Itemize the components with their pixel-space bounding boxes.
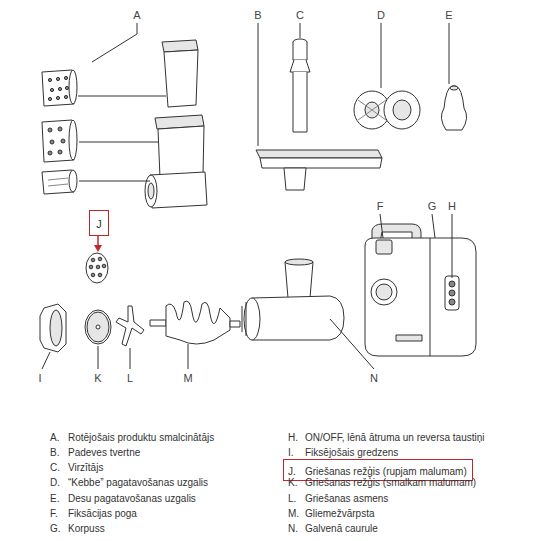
legend-letter: A. — [50, 431, 59, 444]
callout-letter: J — [96, 218, 102, 231]
legend-text: Griešanas asmens — [305, 492, 388, 505]
legend-letter: E. — [50, 492, 59, 505]
locking-ring — [40, 304, 66, 369]
legend-letter: N. — [288, 522, 298, 535]
legend-letter: M. — [288, 507, 299, 520]
legend-letter: I. — [288, 446, 294, 459]
legend-letter: F. — [50, 507, 58, 520]
food-pusher — [290, 23, 310, 132]
auger — [150, 301, 240, 369]
legend-letter: D. — [50, 476, 60, 489]
legend-letter: K. — [288, 476, 297, 489]
legend-letter: B. — [50, 446, 59, 459]
legend-text: Galvenā caurule — [305, 522, 378, 535]
part-letter: M — [183, 372, 192, 385]
part-letter: H — [448, 200, 456, 213]
legend-text: Desu pagatavošanas uzgalis — [68, 492, 196, 505]
main-tube — [242, 259, 374, 369]
highlight-callout-box: J — [89, 210, 109, 236]
part-letter: A — [133, 9, 140, 22]
legend-text: Virzītājs — [68, 461, 103, 474]
fine-plate — [85, 310, 111, 369]
legend-text: Fiksācijas poga — [68, 507, 137, 520]
legend-letter: H. — [288, 431, 298, 444]
coarse-plate — [86, 253, 108, 283]
highlight-arrow — [94, 234, 102, 252]
legend-letter: L. — [288, 492, 296, 505]
legend-text: Fiksējošais gredzens — [305, 446, 398, 459]
highlight-legend-box: J.Griešanas režģis (rupjam malumam) — [283, 459, 473, 481]
legend-text: Griešanas režģis (smalkam malumam) — [305, 476, 476, 489]
sausage-attachment — [441, 23, 466, 130]
part-letter: E — [445, 9, 452, 22]
legend-text: Korpuss — [68, 522, 105, 535]
part-letter: I — [38, 372, 41, 385]
part-letter: C — [296, 9, 304, 22]
legend-text: ON/OFF, lēnā ātruma un reversa taustiņi — [305, 431, 485, 444]
part-letter: N — [370, 372, 378, 385]
part-letter: F — [377, 200, 384, 213]
legend-text: Griešanas režģis (rupjam malumam) — [305, 465, 467, 478]
drum-cutters — [42, 70, 77, 194]
leader-lines — [78, 23, 166, 181]
kebbe-attachment — [354, 23, 420, 129]
legend-letter: C. — [50, 461, 60, 474]
shredder-housings — [145, 40, 207, 208]
part-letter: B — [254, 9, 261, 22]
knife — [116, 306, 144, 369]
legend-text: Padeves tvertne — [68, 446, 140, 459]
legend-text: Gliemežvārpsta — [305, 507, 374, 520]
part-letter: D — [377, 9, 385, 22]
callout-letter: J. — [288, 465, 305, 478]
part-letter: K — [94, 372, 101, 385]
legend-text: “Kebbe” pagatavošanas uzgalis — [68, 476, 208, 489]
part-letter: G — [428, 200, 437, 213]
legend-letter: G. — [50, 522, 61, 535]
motor-body — [365, 214, 476, 356]
legend-text: Rotējošais produktu smalcinātājs — [68, 431, 214, 444]
part-letter: L — [127, 372, 133, 385]
